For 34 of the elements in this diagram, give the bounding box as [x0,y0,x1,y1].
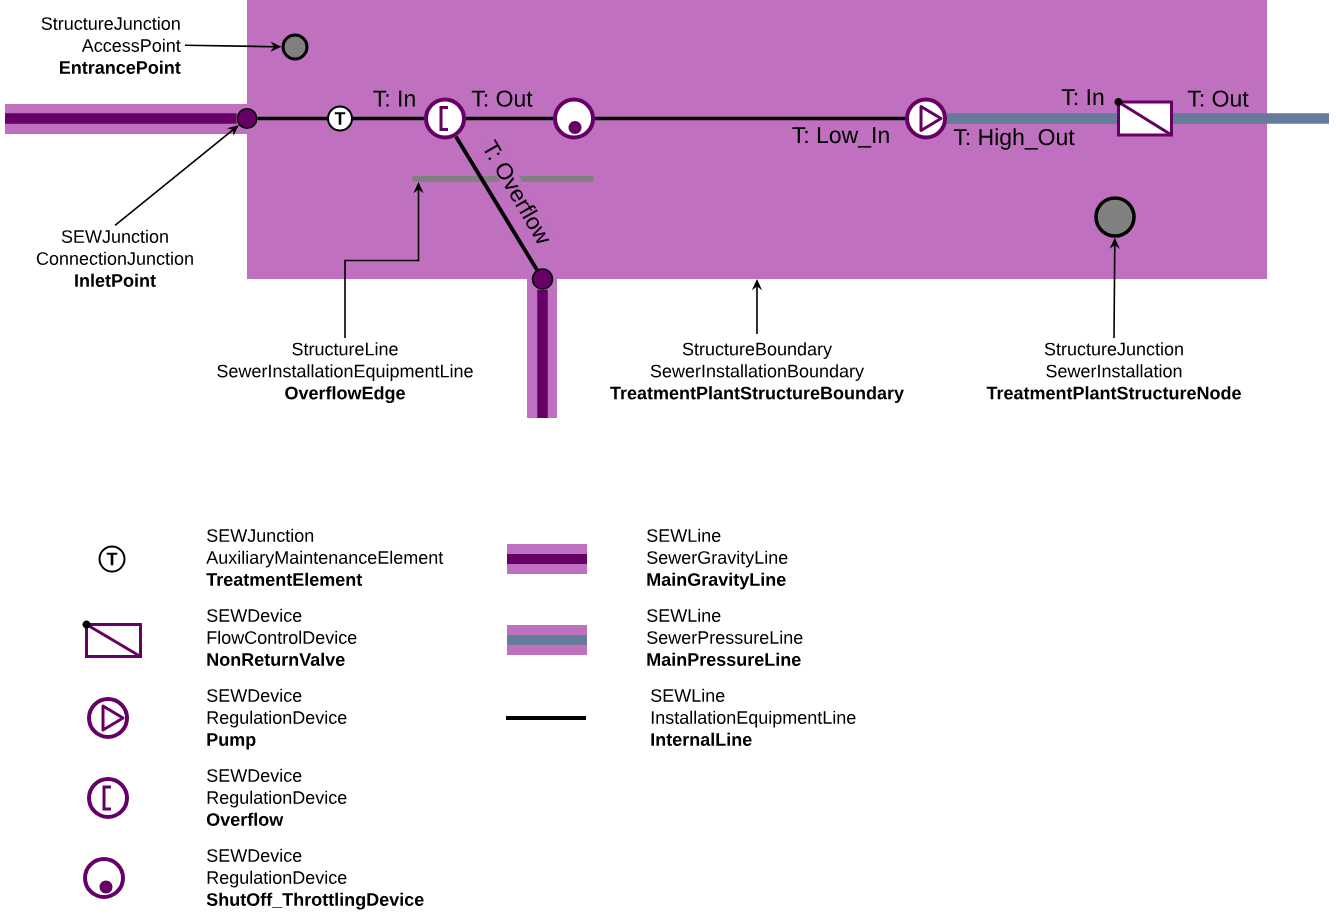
connector-line [257,116,327,121]
pipe-line [1173,113,1329,124]
legend-text: SEWDevice RegulationDevice Overflow [206,768,347,826]
terminal-label: T: Out [1187,90,1249,107]
connector-line [454,135,539,271]
terminal-label: T: Low_In [792,127,889,148]
legend-text: SEWLine SewerGravityLine MainGravityLine [647,528,788,590]
legend-text: SEWLine SewerPressureLine MainPressureLine [647,608,803,666]
callout-text: SEWJunction ConnectionJunction InletPoint [36,229,193,287]
slashed-box-symbol [1114,98,1173,137]
legend-text: SEWJunction AuxiliaryMaintenanceElement TreatmentElement [206,528,444,586]
terminal-label: T: Out [471,90,533,107]
callout-text: StructureBoundary SewerInstallationBoundary TreatmentPlantStructureBoundary [610,342,904,403]
connector-line [353,116,424,121]
circle-marker [281,33,309,61]
pipe-line [537,289,548,418]
junction-dot [236,108,258,129]
legend-text: SEWDevice FlowControlDevice NonReturnValve [207,608,357,666]
terminal-label: T: In [373,90,415,107]
junction-dot [531,268,554,290]
leader-arrow [114,125,239,227]
callout-text: StructureLine SewerInstallationEquipmentLine OverflowEdge [217,342,473,404]
terminal-label: T: In [1061,89,1104,105]
terminal-label: T: High_Out [953,128,1075,150]
pipe-line [947,113,1117,124]
legend-text: SEWDevice RegulationDevice Pump [207,688,347,750]
pipe-line [5,113,237,124]
legend-text: SEWLine InstallationEquipmentLine InternalLine [651,688,856,746]
connector-line [466,116,553,121]
connector-line [595,116,905,121]
legend-text: SEWDevice RegulationDevice ShutOff_ThrottlingDevice [206,848,424,910]
callout-text: StructureJunction AccessPoint EntrancePoint [41,16,181,74]
callout-text: StructureJunction SewerInstallation TreatmentPlantStructureNode [986,342,1241,400]
boundary-area [247,0,1267,279]
